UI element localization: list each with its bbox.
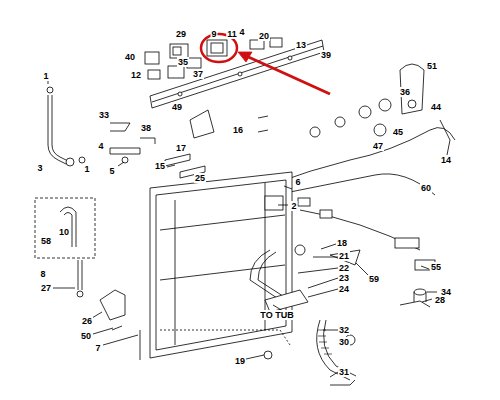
callout-number: 45 (392, 127, 404, 137)
callout-number: 3 (36, 163, 43, 173)
callout-number: 28 (434, 295, 446, 305)
callout-number: 50 (80, 331, 92, 341)
note-label: TO TUB (259, 310, 294, 320)
callout-number: 12 (130, 70, 142, 80)
callout-number: 8 (39, 269, 46, 279)
callout-number: 44 (430, 102, 442, 112)
callout-number: 15 (154, 161, 166, 171)
callout-number: 49 (171, 102, 183, 112)
callout-number: 51 (426, 61, 438, 71)
callout-number: 33 (98, 110, 110, 120)
callout-number: 37 (192, 69, 204, 79)
callout-number: 7 (94, 343, 101, 353)
callout-number: 11 (226, 29, 238, 39)
callout-number: 16 (232, 125, 244, 135)
callout-number: 38 (140, 123, 152, 133)
callout-number: 20 (258, 31, 270, 41)
callout-number: 29 (175, 29, 187, 39)
callout-number: 23 (338, 273, 350, 283)
callout-number: 25 (194, 173, 206, 183)
callout-number: 31 (338, 367, 350, 377)
callout-number: 5 (108, 166, 115, 176)
callout-number: 47 (372, 141, 384, 151)
callout-number: 22 (338, 263, 350, 273)
callout-number: 26 (81, 316, 93, 326)
callout-number: 17 (175, 143, 187, 153)
callout-number: 59 (368, 274, 380, 284)
callout-number: 4 (97, 141, 104, 151)
callout-number: 10 (58, 227, 70, 237)
callout-number: 27 (40, 283, 52, 293)
callout-number: 18 (336, 238, 348, 248)
callout-number: 39 (320, 50, 332, 60)
callout-number: 55 (430, 262, 442, 272)
callout-number: 6 (294, 177, 301, 187)
callout-number: 1 (83, 164, 90, 174)
callout-number: 32 (338, 325, 350, 335)
callout-number: 9 (210, 29, 217, 39)
callout-number: 40 (124, 52, 136, 62)
callout-number: 13 (295, 40, 307, 50)
callout-number: 35 (177, 57, 189, 67)
callout-number: 24 (338, 284, 350, 294)
callout-number: 1 (42, 71, 49, 81)
callout-number: 21 (338, 251, 350, 261)
callout-number: 30 (338, 337, 350, 347)
callout-number: 36 (399, 87, 411, 97)
callout-number: 14 (440, 155, 452, 165)
callout-number: 2 (290, 201, 297, 211)
callout-number: 60 (420, 183, 432, 193)
callout-number: 19 (234, 356, 246, 366)
callout-number: 58 (40, 236, 52, 246)
callout-number: 4 (238, 27, 245, 37)
